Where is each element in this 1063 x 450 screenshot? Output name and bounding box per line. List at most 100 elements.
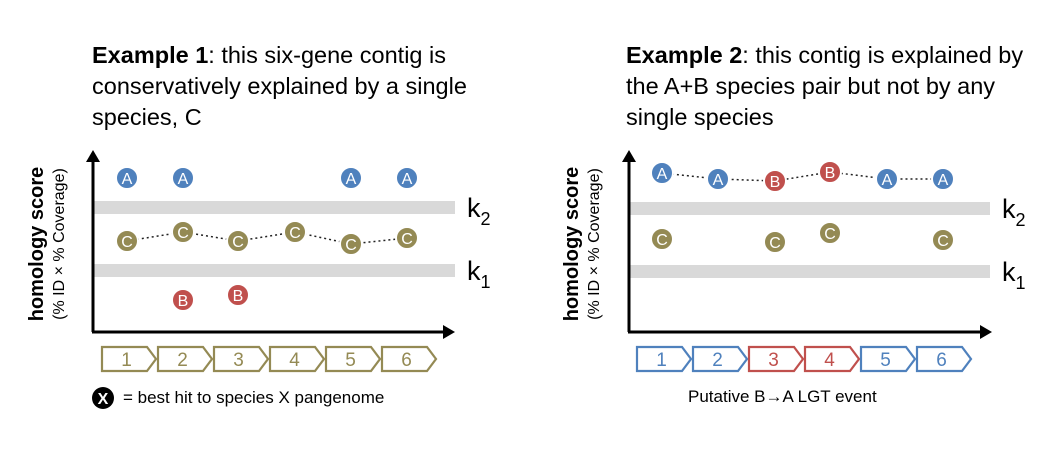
legend-symbol-label: X <box>98 391 109 408</box>
hit-species-label: B <box>770 174 781 191</box>
threshold-band-k1 <box>629 265 990 278</box>
hit-circle <box>931 167 955 191</box>
hit-marker: A <box>650 161 674 185</box>
y-axis-arrowhead <box>622 150 636 162</box>
threshold-label-k2: k2 <box>467 193 491 229</box>
hit-circle <box>171 288 195 312</box>
explaining-path <box>126 231 408 245</box>
hit-circle <box>115 229 139 253</box>
example-1-title-bold: Example 1 <box>92 42 209 68</box>
y-axis-arrowhead <box>86 150 100 162</box>
hit-marker: C <box>283 220 307 244</box>
hit-circle <box>339 166 363 190</box>
hit-circle <box>395 166 419 190</box>
hit-marker: A <box>171 166 195 190</box>
hit-circle <box>650 161 674 185</box>
hit-marker: B <box>763 169 787 193</box>
threshold-label-k1: k1 <box>467 256 491 292</box>
gene-label: 4 <box>824 350 835 371</box>
hit-circle <box>763 169 787 193</box>
gene-label: 3 <box>233 350 244 371</box>
hit-marker: C <box>763 230 787 254</box>
hit-species-label: C <box>769 235 781 252</box>
example-1-title-text: : this six-gene contig is conservatively… <box>92 42 467 130</box>
hit-species-label: C <box>401 231 413 248</box>
gene-label: 1 <box>656 350 667 371</box>
hit-marker: C <box>171 220 195 244</box>
hit-marker: B <box>171 288 195 312</box>
hit-circle <box>650 227 674 251</box>
gene-arrow <box>380 345 438 373</box>
hit-species-label: C <box>232 234 244 251</box>
hit-marker: A <box>706 167 730 191</box>
hit-circle <box>171 220 195 244</box>
hit-circle <box>226 229 250 253</box>
gene-label: 1 <box>121 350 132 371</box>
hit-species-label: B <box>825 165 836 182</box>
hit-circle <box>395 226 419 250</box>
hit-species-label: A <box>882 172 893 189</box>
hit-circle <box>339 232 363 256</box>
gene-label: 5 <box>880 350 891 371</box>
gene-label: 2 <box>177 350 188 371</box>
hit-species-label: C <box>656 232 668 249</box>
lgt-caption: Putative B→A LGT event <box>688 387 877 406</box>
hit-marker: C <box>650 227 674 251</box>
threshold-label-k1: k1 <box>1002 257 1026 293</box>
hit-species-label: C <box>177 225 189 242</box>
gene-label: 6 <box>936 350 947 371</box>
hit-marker: B <box>226 283 250 307</box>
hit-species-label: C <box>289 225 301 242</box>
example-1-title: Example 1: this six-gene contig is conse… <box>92 40 512 133</box>
gene-arrow <box>915 345 973 373</box>
hit-circle <box>226 283 250 307</box>
gene-arrow <box>268 345 326 373</box>
hit-species-label: C <box>121 234 133 251</box>
gene-arrow <box>324 345 382 373</box>
hit-circle <box>818 221 842 245</box>
hit-species-label: A <box>402 171 413 188</box>
legend-text: = best hit to species X pangenome <box>123 388 385 407</box>
hit-marker: C <box>395 226 419 250</box>
hit-marker: A <box>875 167 899 191</box>
example-1-panel: Example 1: this six-gene contig is conse… <box>0 0 531 450</box>
hit-marker: C <box>818 221 842 245</box>
hit-species-label: A <box>713 172 724 189</box>
hit-marker: C <box>226 229 250 253</box>
hit-marker: C <box>931 228 955 252</box>
hit-species-label: A <box>178 171 189 188</box>
gene-arrow <box>803 345 861 373</box>
hit-species-label: B <box>178 293 189 310</box>
threshold-label-k2: k2 <box>1002 194 1026 230</box>
gene-label: 5 <box>345 350 356 371</box>
gene-label: 4 <box>289 350 300 371</box>
hit-circle <box>283 220 307 244</box>
hit-species-label: C <box>824 226 836 243</box>
hit-circle <box>706 167 730 191</box>
legend-symbol: X <box>92 387 114 409</box>
hit-marker: A <box>115 166 139 190</box>
hit-marker: A <box>931 167 955 191</box>
hit-species-label: A <box>346 171 357 188</box>
gene-label: 3 <box>768 350 779 371</box>
x-axis-arrowhead <box>443 325 455 339</box>
example-2-title-bold: Example 2 <box>626 42 743 68</box>
hit-circle <box>818 160 842 184</box>
legend-circle <box>92 387 114 409</box>
gene-arrow <box>747 345 805 373</box>
hit-marker: A <box>395 166 419 190</box>
hit-circle <box>875 167 899 191</box>
gene-arrow <box>859 345 917 373</box>
hit-species-label: C <box>345 237 357 254</box>
gene-arrow <box>635 345 693 373</box>
example-2-title-text: : this contig is explained by the A+B sp… <box>626 42 1024 130</box>
hit-marker: A <box>339 166 363 190</box>
x-axis-arrowhead <box>980 325 992 339</box>
threshold-band-k1 <box>93 264 455 277</box>
hit-species-label: B <box>233 288 244 305</box>
gene-arrow <box>156 345 214 373</box>
hit-marker: B <box>818 160 842 184</box>
threshold-band-k2 <box>629 202 990 215</box>
